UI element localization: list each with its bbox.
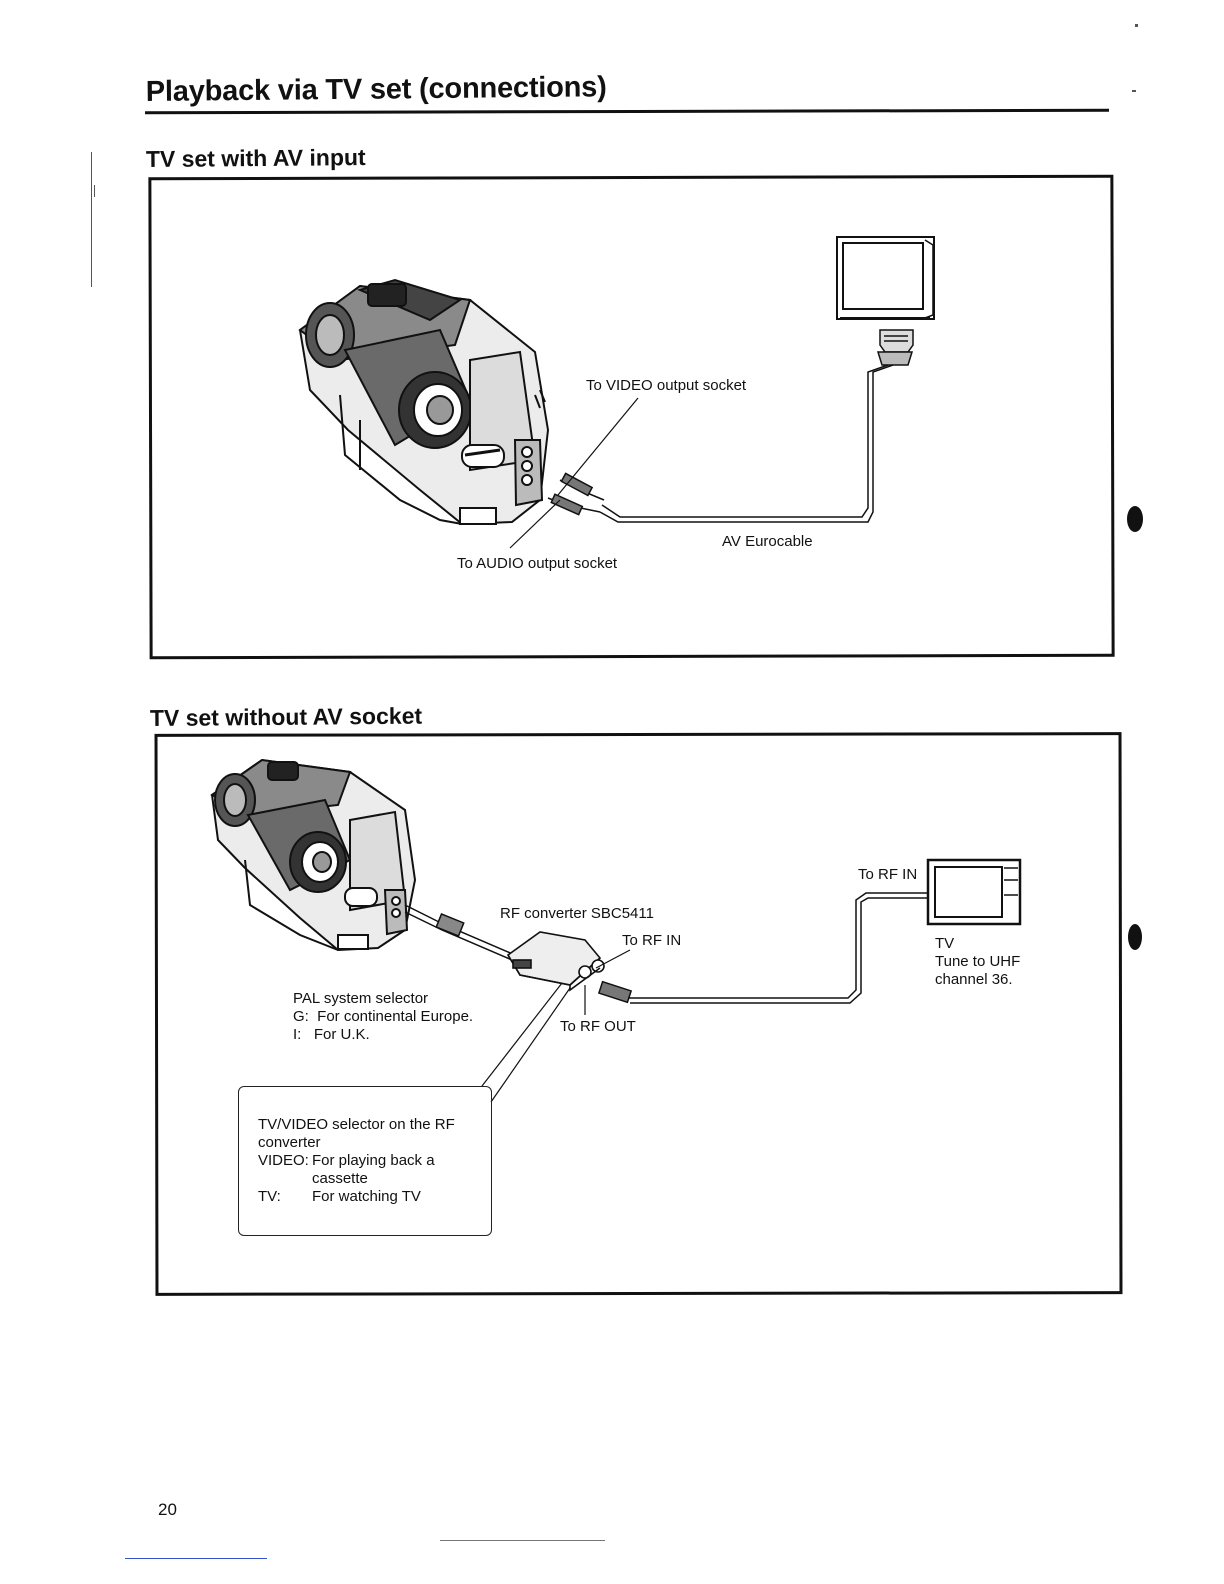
pal-option-g: G: For continental Europe. [293,1008,474,1025]
note-value: For watching TV [312,1188,421,1205]
label-video-output-socket: To VIDEO output socket [586,377,747,394]
tv-tune-line: Tune to UHF [935,953,1021,970]
tv-set-icon [926,858,1022,926]
tv-tuning-note: TV Tune to UHF channel 36. [935,935,1020,989]
rf-cable [597,892,928,1004]
note-heading-line: converter [258,1134,321,1151]
tv-label: TV [935,935,955,952]
av-eurocable [547,364,894,523]
note-key: TV: [258,1188,281,1205]
page-number: 20 [158,1500,177,1519]
note-row-tv: TV: For watching TV [258,1188,455,1206]
camcorder-icon [298,278,550,526]
pal-heading: PAL system selector [293,990,429,1007]
scart-connector-icon [876,329,914,366]
note-value: cassette [312,1170,368,1187]
label-to-rf-in-converter: To RF IN [622,932,682,949]
scan-artifact-line [125,1558,267,1559]
pal-selector-note: PAL system selector G: For continental E… [293,990,473,1044]
note-value: For playing back a [312,1152,435,1169]
tv-video-selector-note: TV/VIDEO selector on the RF converter VI… [238,1086,492,1236]
tv-channel-line: channel 36. [935,971,1013,988]
margin-marker [1127,506,1143,532]
tv-set-icon [836,236,935,320]
label-rf-converter: RF converter SBC5411 [500,905,654,922]
leader-lines [509,397,639,549]
margin-marker [1128,924,1142,950]
margin-change-bar [91,152,92,287]
note-row-video: VIDEO: For playing back a cassette [258,1152,455,1188]
rf-converter-icon [506,931,605,992]
label-to-rf-out: To RF OUT [560,1018,636,1035]
scan-artifact-line [440,1540,605,1541]
label-to-rf-in-tv: To RF IN [858,866,918,883]
scan-speck [1135,24,1138,27]
camcorder-icon [210,758,417,952]
margin-change-bar [94,185,95,197]
label-audio-output-socket: To AUDIO output socket [457,555,618,572]
leader-lines [481,949,631,1103]
label-av-eurocable: AV Eurocable [722,533,813,550]
scan-speck [1132,90,1136,92]
pal-option-i: I: For U.K. [293,1026,370,1043]
note-heading-line: TV/VIDEO selector on the RF [258,1116,455,1133]
av-cable [404,904,516,961]
note-key: VIDEO: [258,1152,309,1169]
